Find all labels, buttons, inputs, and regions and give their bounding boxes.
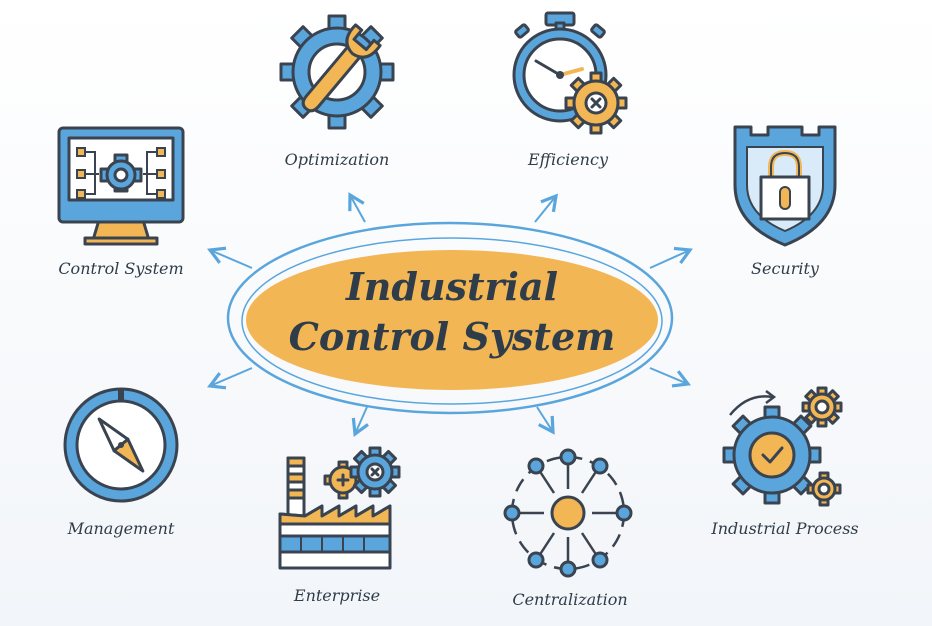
monitor-gear-icon [57, 126, 185, 246]
label-optimization: Optimization [285, 150, 390, 169]
gears-check-icon [722, 386, 843, 507]
arrow-industrial-process [649, 367, 691, 388]
arrow-control-system [207, 246, 253, 269]
factory-gears-icon [278, 446, 401, 570]
title-line-1: Industrial [345, 264, 558, 309]
label-security: Security [751, 259, 820, 278]
label-control-system: Control System [58, 259, 183, 278]
center-hub: Industrial Control System [226, 221, 674, 415]
arrow-enterprise [351, 406, 369, 437]
label-centralization: Centralization [512, 590, 627, 609]
label-management: Management [67, 519, 175, 538]
title-line-2: Control System [289, 314, 616, 359]
label-industrial-process: Industrial Process [710, 519, 858, 538]
compass-icon [63, 387, 179, 503]
arrow-optimization [348, 192, 366, 223]
shield-lock-icon [733, 125, 837, 247]
arrow-management [207, 367, 253, 390]
network-hub-icon [503, 448, 633, 578]
wrench-gear-icon [279, 14, 395, 130]
hub-outer-ring [226, 221, 674, 415]
label-enterprise: Enterprise [293, 586, 380, 605]
label-efficiency: Efficiency [527, 150, 609, 169]
arrow-efficiency [534, 193, 559, 223]
connector-arrows [207, 192, 693, 437]
arrow-centralization [536, 406, 555, 435]
hub-fill [246, 250, 658, 390]
hub-inner-ring [241, 237, 663, 405]
stopwatch-gear-icon [512, 11, 628, 135]
arrow-security [649, 246, 693, 269]
